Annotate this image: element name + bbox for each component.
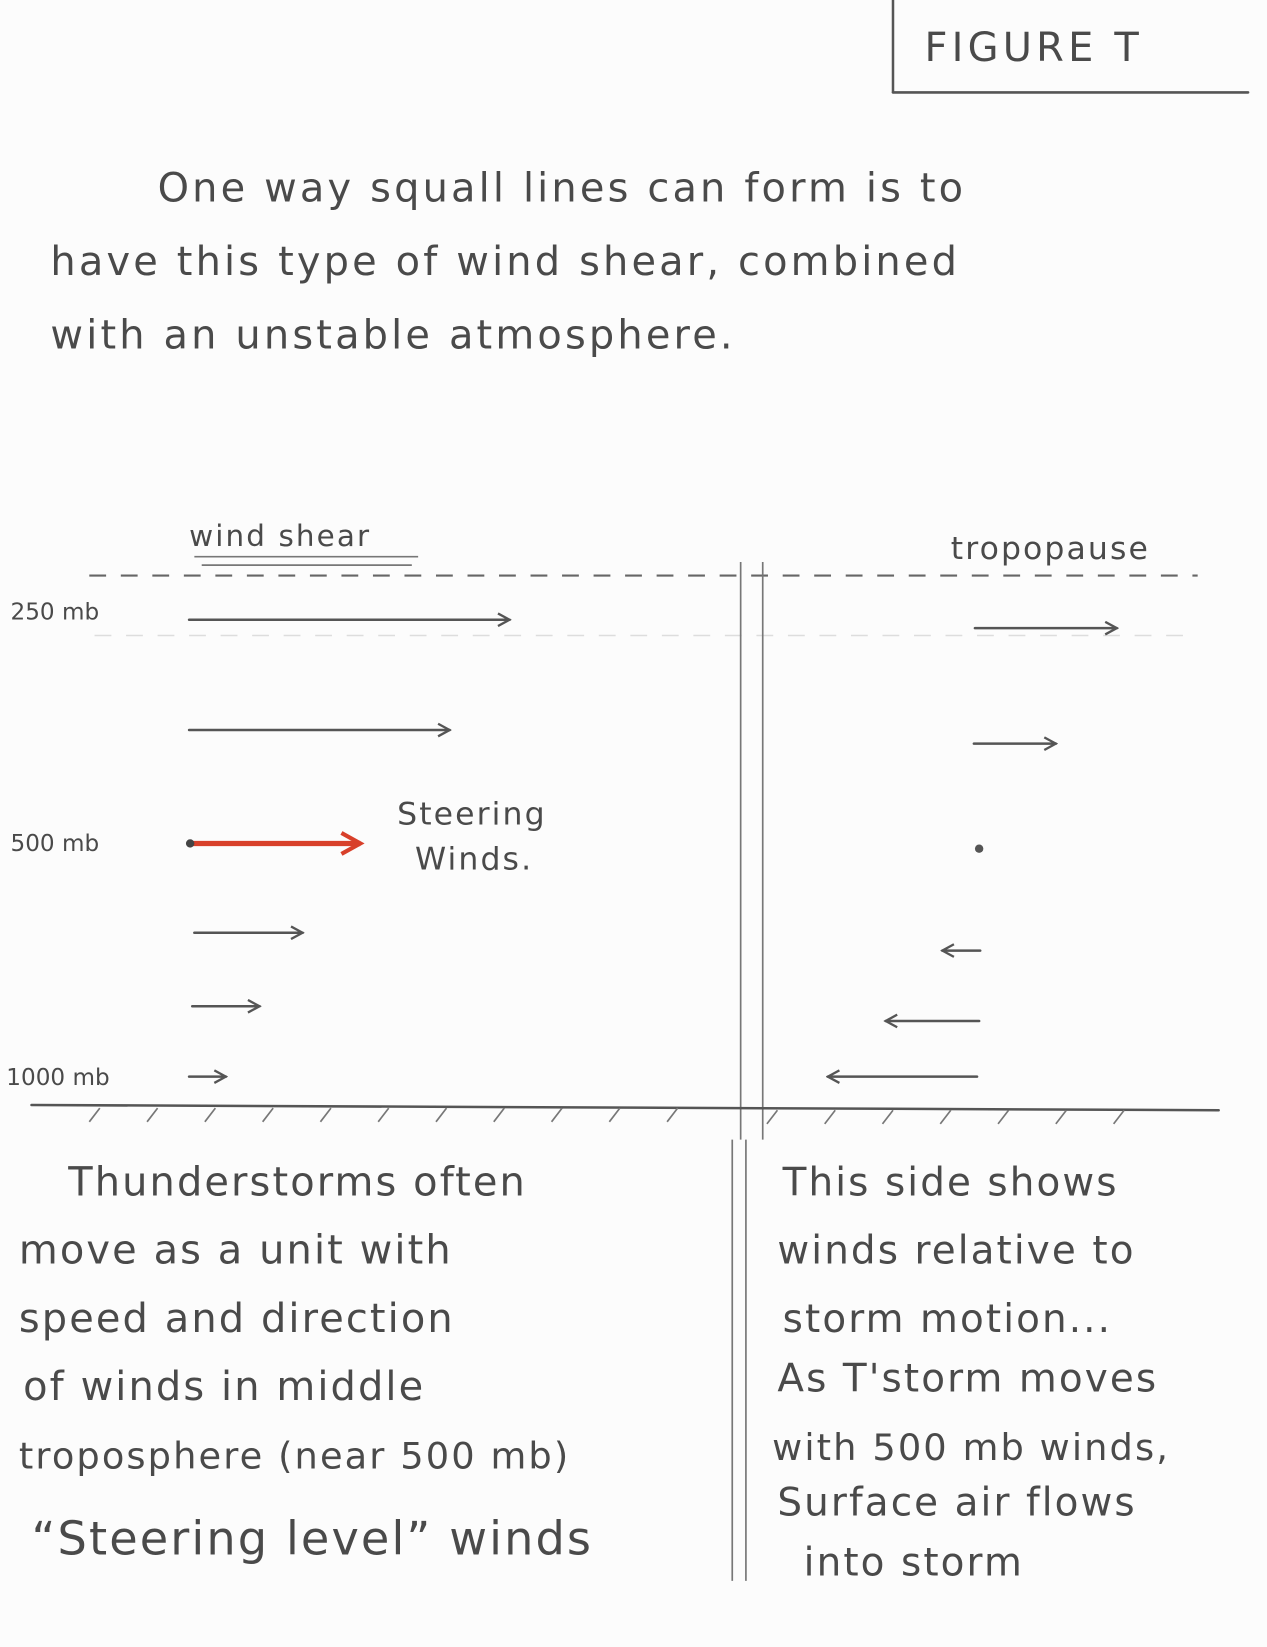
right-text-line-6: Surface air flows: [777, 1481, 1136, 1526]
left-text-line-4: of winds in middle: [23, 1364, 425, 1410]
left-text-line-6: “Steering level” winds: [32, 1512, 594, 1566]
level-label-1000: 1000 mb: [6, 1065, 109, 1091]
wind-shear-heading: wind shear: [189, 519, 371, 553]
steering-label-line-1: Steering: [397, 797, 547, 833]
intro-line-2: have this type of wind shear, combined: [50, 239, 960, 285]
right-text-line-3: storm motion...: [783, 1297, 1112, 1342]
right-explanation: This side shows winds relative to storm …: [772, 1160, 1170, 1586]
left-text-line-1: Thunderstorms often: [67, 1159, 527, 1205]
right-text-line-4: As T'storm moves: [777, 1357, 1158, 1402]
right-text-line-2: winds relative to: [777, 1229, 1135, 1274]
right-text-line-1: This side shows: [782, 1160, 1119, 1205]
level-label-250: 250 mb: [11, 600, 100, 626]
intro-line-3: with an unstable atmosphere.: [50, 313, 735, 359]
left-explanation: Thunderstorms often move as a unit with …: [19, 1159, 594, 1566]
intro-line-1: One way squall lines can form is to: [158, 166, 967, 212]
ground-line: [30, 1103, 1220, 1112]
right-text-line-5: with 500 mb winds,: [772, 1426, 1170, 1469]
tropopause-label: tropopause: [951, 531, 1150, 567]
left-text-line-5: troposphere (near 500 mb): [19, 1434, 570, 1477]
left-text-line-2: move as a unit with: [19, 1228, 453, 1274]
left-text-line-3: speed and direction: [19, 1296, 455, 1342]
level-label-500: 500 mb: [11, 831, 100, 857]
steering-label-line-2: Winds.: [415, 842, 533, 878]
relative-calm-dot-500mb: [974, 844, 984, 853]
arrow-origin-dot: [185, 839, 195, 848]
right-text-line-7: into storm: [804, 1541, 1024, 1586]
ground-hatching: [88, 1107, 1125, 1125]
figure-title: FIGURE T: [925, 25, 1144, 71]
